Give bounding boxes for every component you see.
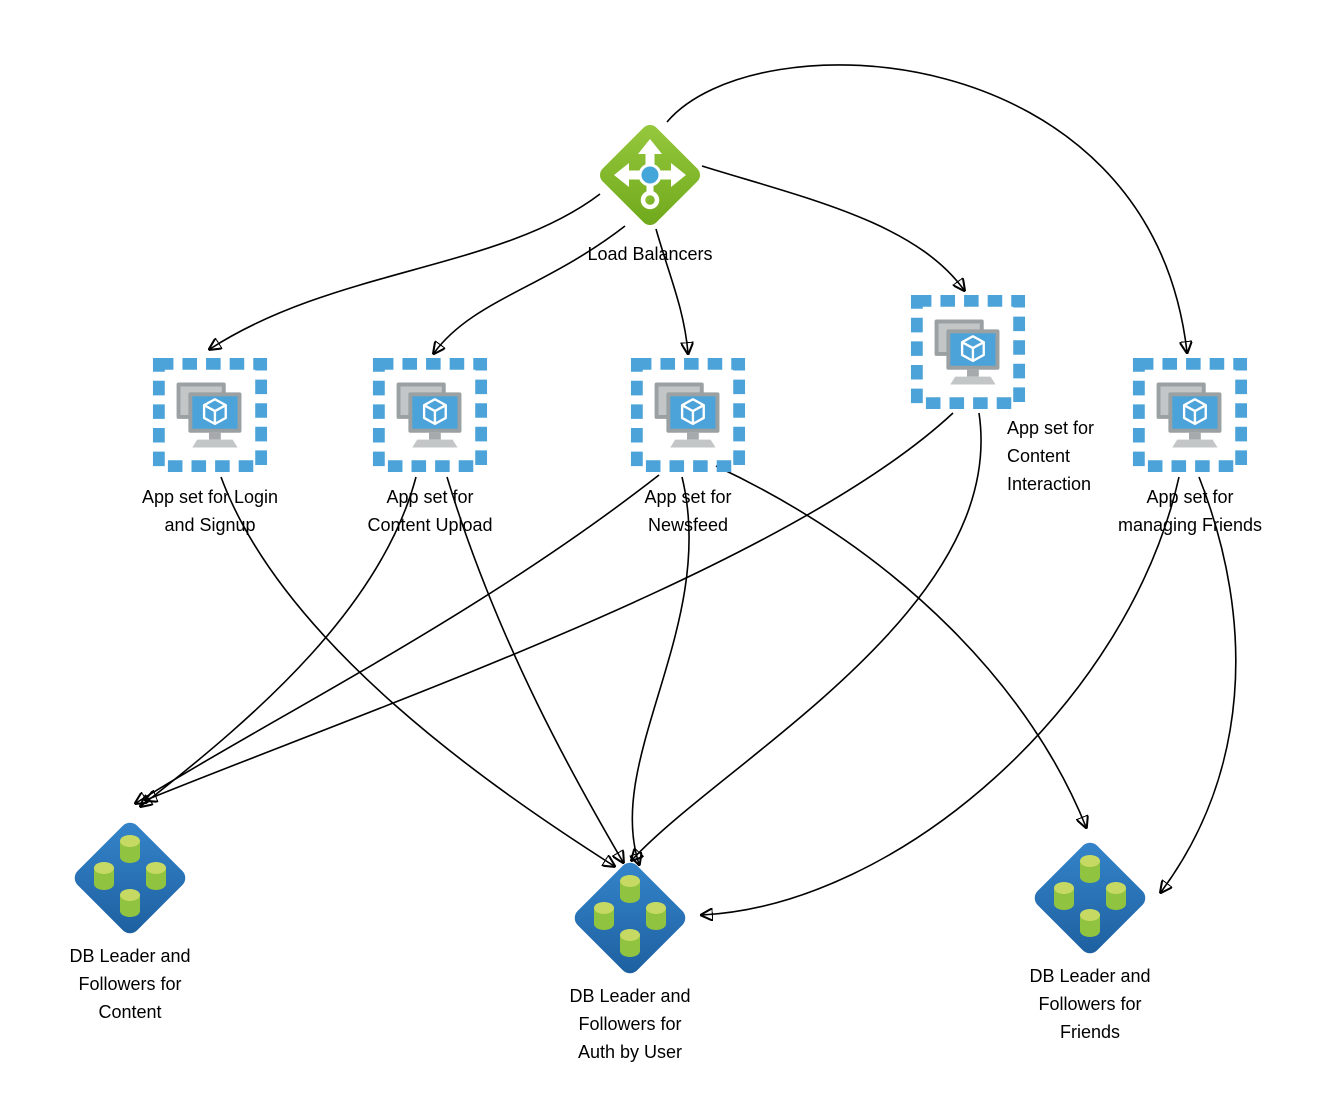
node-label-app-login: App set for Login and Signup: [141, 487, 279, 535]
node-label-load-balancer: Load Balancers: [587, 244, 713, 264]
edge-app-interaction-to-db-auth: [632, 412, 982, 860]
node-label-app-upload: App set for Content Upload: [367, 487, 493, 535]
node-db-content: [65, 813, 195, 943]
node-load-balancer: [595, 120, 705, 230]
database-cluster-icon: [65, 813, 195, 943]
node-app-interaction: [909, 293, 1027, 411]
node-db-auth: [565, 853, 695, 983]
vm-scale-set-icon: [371, 356, 489, 474]
node-label-db-friends: DB Leader and Followers for Friends: [1029, 966, 1151, 1042]
node-app-upload: [371, 356, 489, 474]
node-label-app-newsfeed: App set for Newsfeed: [644, 487, 732, 535]
vm-scale-set-icon: [909, 293, 1027, 411]
node-label-db-content: DB Leader and Followers for Content: [69, 946, 191, 1022]
node-label-db-auth: DB Leader and Followers for Auth by User: [569, 986, 691, 1062]
vm-scale-set-icon: [151, 356, 269, 474]
load-balancer-icon: [595, 120, 705, 230]
database-cluster-icon: [1025, 833, 1155, 963]
edge-app-friends-to-db-friends: [1161, 476, 1237, 892]
database-cluster-icon: [565, 853, 695, 983]
node-app-login: [151, 356, 269, 474]
node-app-newsfeed: [629, 356, 747, 474]
node-label-app-friends: App set for managing Friends: [1117, 487, 1263, 535]
edge-load-balancer-to-app-login: [210, 193, 601, 349]
edge-load-balancer-to-app-interaction: [701, 165, 964, 290]
vm-scale-set-icon: [629, 356, 747, 474]
node-db-friends: [1025, 833, 1155, 963]
